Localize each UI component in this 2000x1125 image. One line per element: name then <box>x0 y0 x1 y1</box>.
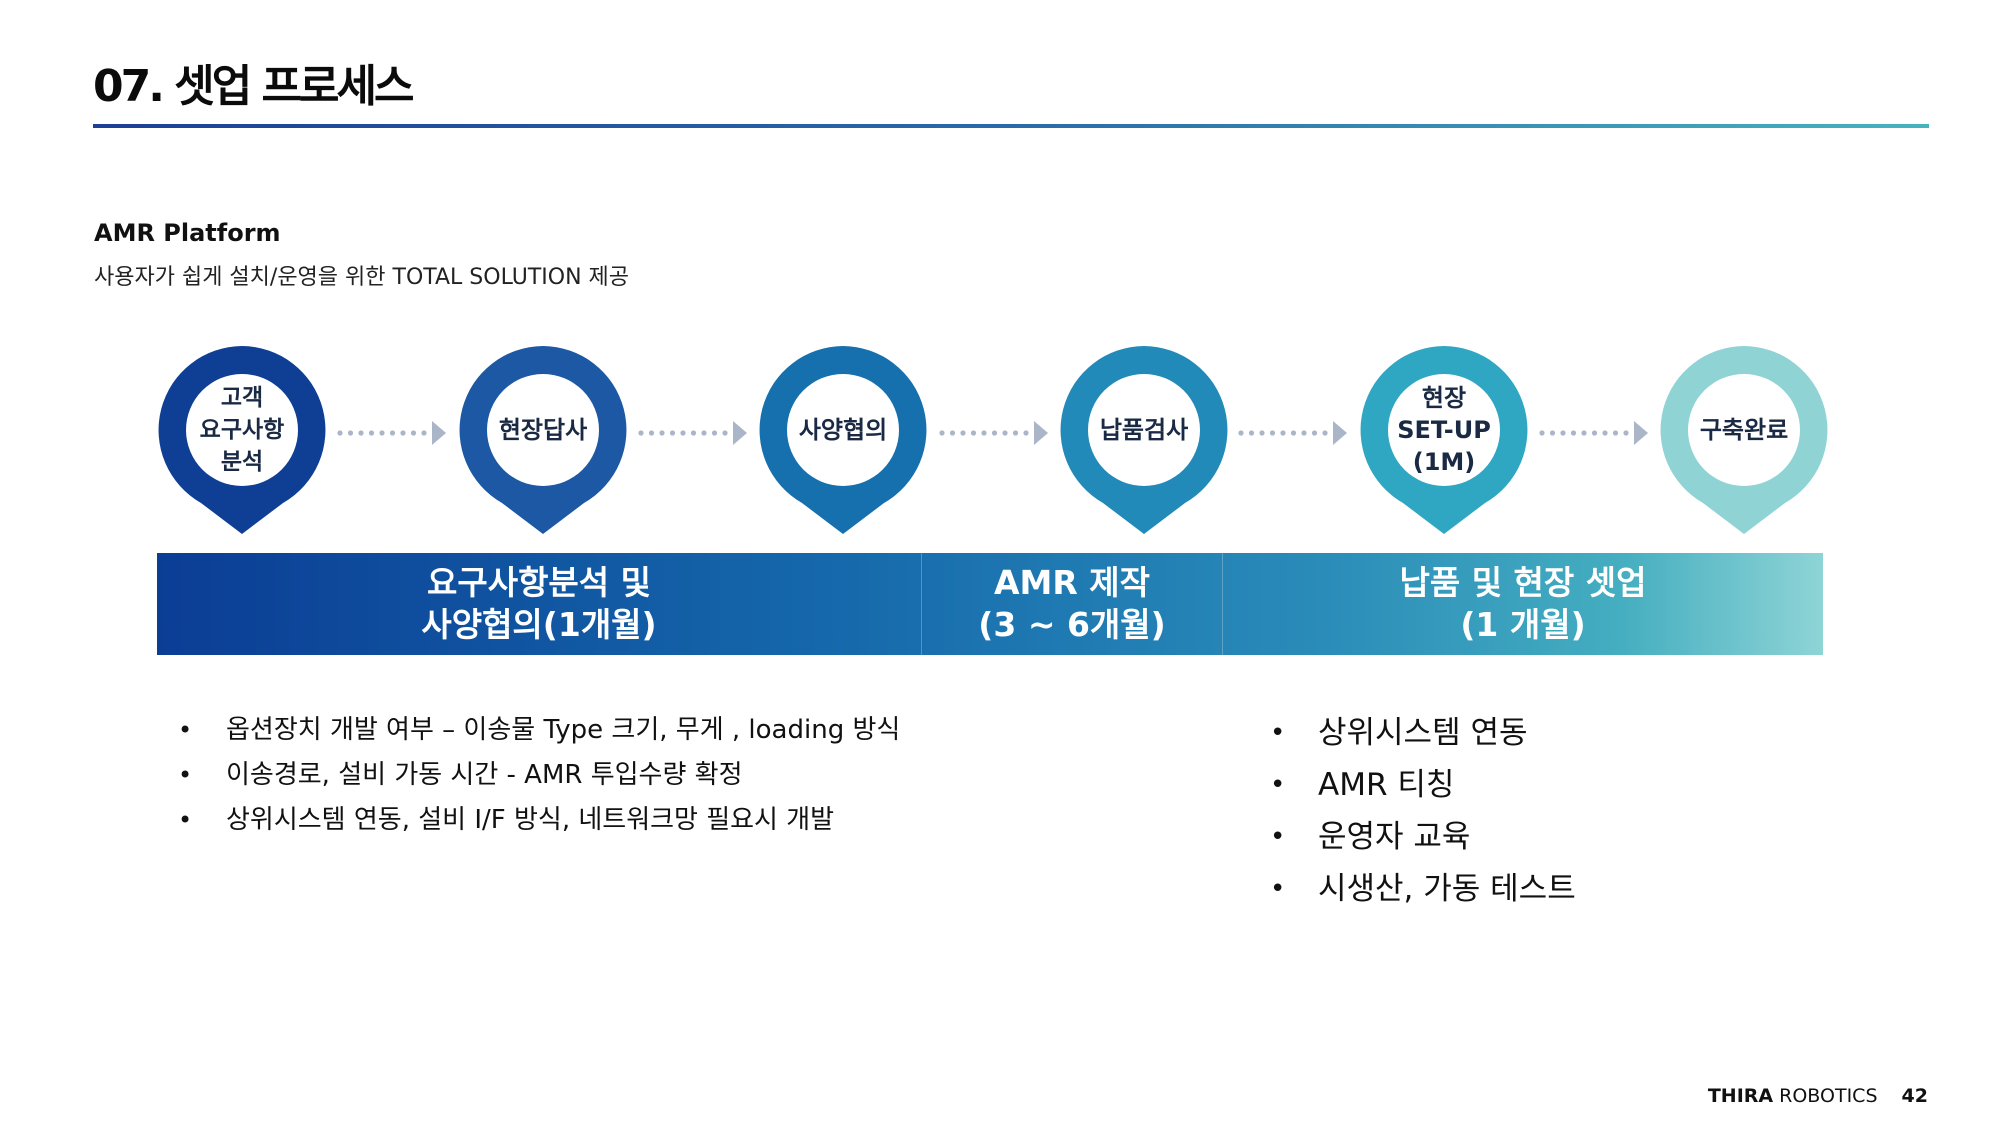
location-pin-icon <box>759 346 927 534</box>
step-label: 납품검사 <box>1099 416 1189 444</box>
step-label: 사양협의 <box>798 416 888 444</box>
process-step-site-setup: 현장 SET-UP (1M) <box>1360 346 1528 534</box>
list-item: 이송경로, 설비 가동 시간 - AMR 투입수량 확정 <box>172 753 900 798</box>
location-pin-icon <box>1660 346 1828 534</box>
process-step-delivery-inspection: 납품검사 <box>1060 346 1228 534</box>
location-pin-icon <box>1060 346 1228 534</box>
list-item: 옵션장치 개발 여부 – 이송물 Type 크기, 무게 , loading 방… <box>172 708 900 753</box>
step-label: 현장 SET-UP (1M) <box>1397 384 1491 476</box>
list-item: 상위시스템 연동 <box>1266 707 1576 759</box>
location-pin-icon <box>459 346 627 534</box>
process-step-requirements: 고객 요구사항 분석 <box>158 346 326 534</box>
page-title: 07. 셋업 프로세스 <box>93 61 414 112</box>
dotted-arrow-icon <box>938 418 1048 448</box>
step-label: 현장답사 <box>498 416 588 444</box>
left-bullet-list: 옵션장치 개발 여부 – 이송물 Type 크기, 무게 , loading 방… <box>172 708 900 843</box>
dotted-arrow-icon <box>1237 418 1347 448</box>
step-label: 구축완료 <box>1699 416 1789 444</box>
brand-name: THIRA <box>1707 1085 1774 1107</box>
dotted-arrow-icon <box>637 418 747 448</box>
phase-delivery-setup: 납품 및 현장 셋업 (1 개월) <box>1399 563 1647 644</box>
section-description: 사용자가 쉽게 설치/운영을 위한 TOTAL SOLUTION 제공 <box>94 265 630 290</box>
phase-timeline-bar: 요구사항분석 및 사양협의(1개월) AMR 제작 (3 ~ 6개월) 납품 및… <box>157 553 1823 655</box>
process-step-site-survey: 현장답사 <box>459 346 627 534</box>
list-item: 상위시스템 연동, 설비 I/F 방식, 네트워크망 필요시 개발 <box>172 798 900 843</box>
location-pin-icon <box>1360 346 1528 534</box>
process-step-spec-agreement: 사양협의 <box>759 346 927 534</box>
title-divider <box>93 124 1929 128</box>
process-step-complete: 구축완료 <box>1660 346 1828 534</box>
phase-requirements: 요구사항분석 및 사양협의(1개월) <box>157 553 922 655</box>
location-pin-icon <box>158 346 326 534</box>
list-item: 시생산, 가동 테스트 <box>1266 863 1576 915</box>
right-bullet-list: 상위시스템 연동 AMR 티칭 운영자 교육 시생산, 가동 테스트 <box>1266 707 1576 915</box>
phase-manufacturing: AMR 제작 (3 ~ 6개월) <box>922 553 1223 655</box>
list-item: 운영자 교육 <box>1266 811 1576 863</box>
brand-suffix: ROBOTICS <box>1773 1085 1878 1107</box>
section-subtitle: AMR Platform <box>94 219 281 247</box>
page-number: 42 <box>1901 1085 1928 1107</box>
dotted-arrow-icon <box>1538 418 1648 448</box>
dotted-arrow-icon <box>336 418 446 448</box>
list-item: AMR 티칭 <box>1266 759 1576 811</box>
footer: THIRA ROBOTICS 42 <box>1708 1085 1928 1107</box>
step-label: 고객 요구사항 분석 <box>199 385 285 475</box>
